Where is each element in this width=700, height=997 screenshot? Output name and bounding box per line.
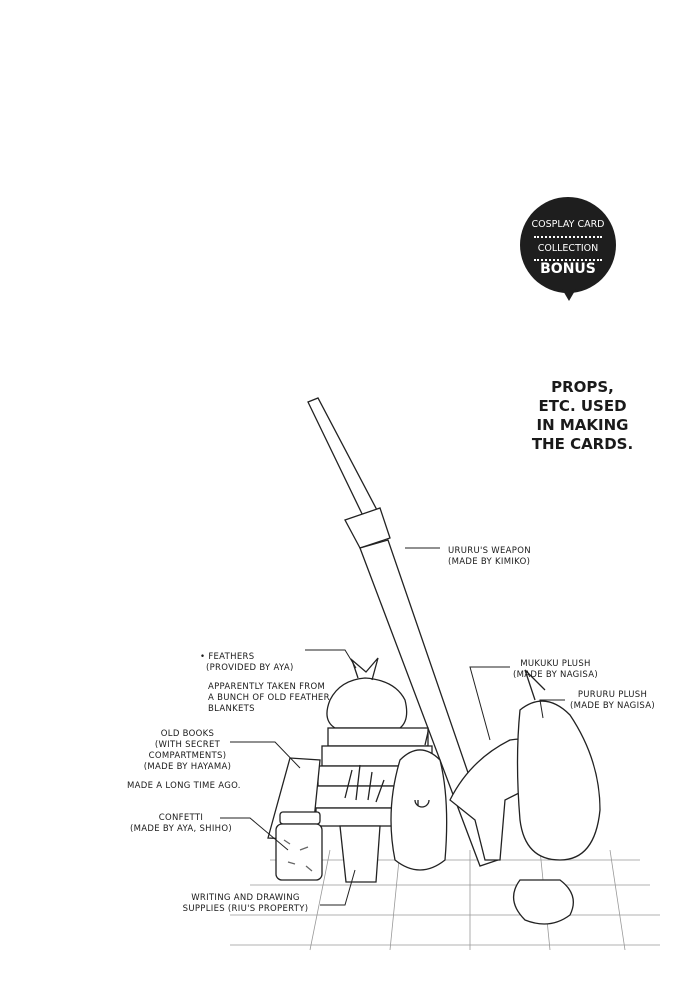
feather-bag-drawing [326,657,408,729]
pencil-cup-drawing [339,764,385,883]
label-feathers: • FEATHERS (PROVIDED BY AYA) [200,652,294,673]
headline: PROPS, ETC. USED IN MAKING THE CARDS. [531,378,634,453]
label-feathers-note: APPARENTLY TAKEN FROM A BUNCH OF OLD FEA… [208,682,330,714]
badge-divider [534,259,602,261]
penguin-plush-drawing [390,731,448,871]
badge-pointer [562,289,576,301]
label-books-note: MADE A LONG TIME AGO. [127,781,241,791]
bonus-badge: COSPLAY CARD COLLECTION BONUS [520,197,616,293]
label-pururu-plush: PURURU PLUSH (MADE BY NAGISA) [570,690,655,711]
tail-drawing [513,879,574,925]
badge-line-2: COLLECTION [537,243,599,254]
badge-divider [534,236,602,238]
label-confetti: CONFETTI (MADE BY AYA, SHIHO) [130,813,232,834]
confetti-jar-drawing [275,811,323,881]
label-mukuku-plush: MUKUKU PLUSH (MADE BY NAGISA) [513,659,598,680]
label-supplies: WRITING AND DRAWING SUPPLIES (RIU'S PROP… [182,893,309,914]
badge-line-1: COSPLAY CARD [531,219,605,230]
badge-line-3: BONUS [540,261,596,277]
floor-tiles [230,849,660,951]
label-old-books: OLD BOOKS (WITH SECRET COMPARTMENTS) (MA… [143,729,232,772]
pururu-plush-drawing [516,669,601,861]
label-ururu-weapon: URURU'S WEAPON (MADE BY KIMIKO) [448,546,531,567]
leader-lines [220,547,565,906]
